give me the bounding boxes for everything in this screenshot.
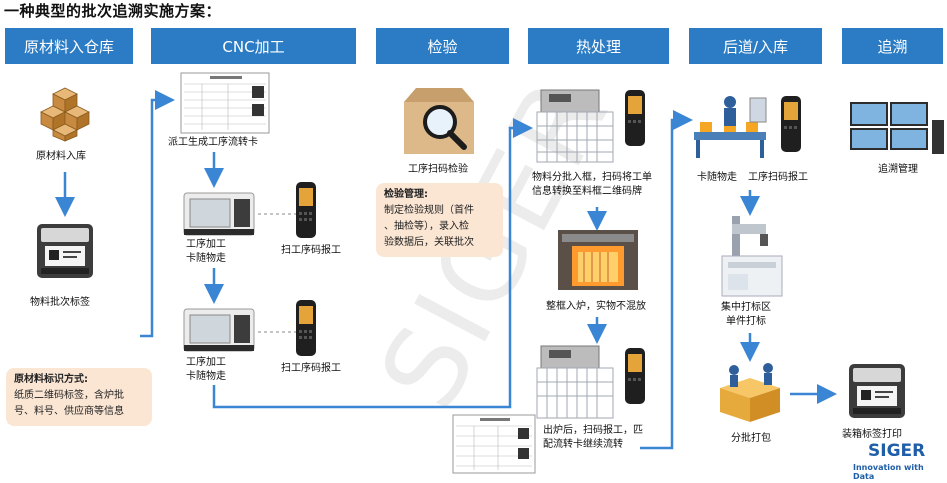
note-raw-material: 原材料标识方式: 纸质二维码标签，含炉批 号、料号、供应商等信息 bbox=[6, 368, 152, 426]
handheld-scanner-icon bbox=[296, 182, 316, 238]
arrow-to-heat bbox=[212, 118, 533, 409]
label-label-print: 装箱标签打印 bbox=[842, 429, 902, 440]
label-heat1: 物料分批入框，扫码将工单 信息转换至料框二维码牌 bbox=[532, 172, 652, 197]
page-title: 一种典型的批次追溯实施方案： bbox=[4, 2, 222, 20]
magnifier-box-icon bbox=[404, 88, 474, 154]
boxes-icon bbox=[40, 87, 90, 142]
label-scan1: 扫工序码报工 bbox=[281, 245, 341, 256]
laser-marker-icon bbox=[721, 216, 783, 297]
label-mark-area: 集中打标区 单件打标 bbox=[721, 302, 771, 327]
label-scan2: 扫工序码报工 bbox=[281, 363, 341, 374]
label-cnc2: 工序加工 卡随物走 bbox=[186, 357, 226, 382]
label-printer-icon bbox=[37, 224, 93, 278]
arrow-to-post bbox=[640, 110, 693, 450]
note-inspect-body: 制定检验规则（首件 、抽检等），录入检 验数据后，关联批次 bbox=[384, 205, 474, 248]
stage-inspection: 检验 bbox=[376, 28, 509, 64]
label-raw-in: 原材料入库 bbox=[36, 151, 86, 162]
cnc-machine-icon bbox=[183, 192, 255, 236]
stage-cnc: CNC加工 bbox=[151, 28, 356, 64]
handheld-scanner-icon bbox=[625, 90, 645, 146]
label-inspect-scan: 工序扫码检验 bbox=[408, 164, 468, 175]
stage-trace: 追溯 bbox=[842, 28, 943, 64]
label-printer-icon bbox=[849, 364, 905, 418]
cnc-machine-icon bbox=[183, 308, 255, 352]
label-pack: 分批打包 bbox=[731, 433, 771, 444]
package-icon bbox=[720, 363, 780, 422]
stage-raw-material: 原材料入仓库 bbox=[5, 28, 133, 64]
label-heat3: 出炉后，扫码报工，匹 配流转卡继续流转 bbox=[543, 425, 643, 450]
assembly-line-icon bbox=[694, 96, 767, 158]
label-heat2: 整框入炉，实物不混放 bbox=[546, 301, 646, 312]
handheld-scanner-icon bbox=[781, 96, 801, 152]
note-raw-body: 纸质二维码标签，含炉批 号、料号、供应商等信息 bbox=[14, 390, 124, 417]
label-cnc1: 工序加工 卡随物走 bbox=[186, 239, 226, 264]
handheld-scanner-icon bbox=[625, 348, 645, 404]
furnace-icon bbox=[558, 230, 638, 290]
process-card-icon bbox=[180, 72, 270, 134]
label-trace-mgmt: 追溯管理 bbox=[878, 164, 918, 175]
arrow-to-dispatch bbox=[140, 90, 175, 338]
stage-post-storage: 后道/入库 bbox=[689, 28, 822, 64]
brand-logo: SIGER bbox=[868, 441, 926, 461]
note-raw-title: 原材料标识方式: bbox=[14, 374, 88, 385]
wire-basket-icon bbox=[536, 89, 614, 163]
process-card-icon bbox=[452, 414, 536, 474]
label-post1: 卡随物走 bbox=[697, 172, 737, 183]
note-inspection: 检验管理: 制定检验规则（首件 、抽检等），录入检 验数据后，关联批次 bbox=[376, 183, 503, 257]
label-dispatch: 派工生成工序流转卡 bbox=[168, 137, 258, 148]
brand-tagline: Innovation with Data bbox=[853, 463, 924, 481]
note-inspect-title: 检验管理: bbox=[384, 189, 428, 200]
monitor-workstation-icon bbox=[850, 102, 944, 154]
label-batch-label: 物料批次标签 bbox=[30, 297, 90, 308]
handheld-scanner-icon bbox=[296, 300, 316, 356]
stage-heat-treatment: 热处理 bbox=[528, 28, 669, 64]
label-post2: 工序扫码报工 bbox=[748, 172, 808, 183]
wire-basket-icon bbox=[536, 345, 614, 419]
